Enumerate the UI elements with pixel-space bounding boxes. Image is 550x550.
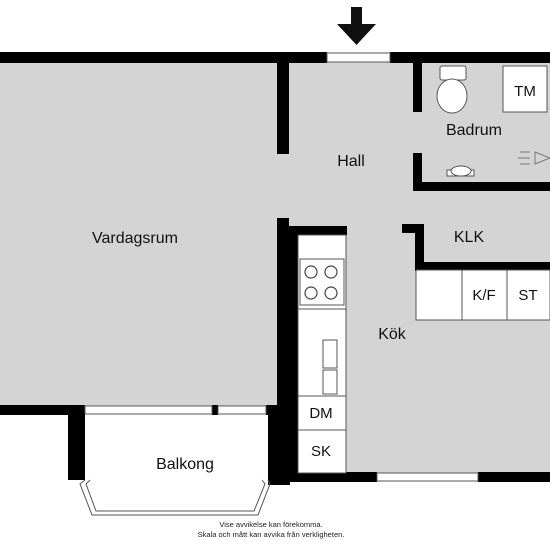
wall-klk-top [402, 224, 424, 233]
room-label-balkong: Balkong [156, 456, 214, 473]
entry-door-threshold [326, 52, 391, 63]
stove-burner-icon [304, 265, 318, 279]
disclaimer-line-1: Vise avvikelse kan förekomma. [219, 520, 322, 529]
entry-arrow-icon [337, 7, 376, 45]
floor-hall [280, 62, 420, 230]
kitchen-appliances: K/F ST [415, 269, 550, 321]
washing-machine [502, 65, 548, 113]
wall-top-left [0, 52, 327, 63]
stove-burner-icon [304, 286, 318, 300]
fixture-label-kf: K/F [472, 287, 495, 304]
toilet-icon [436, 65, 468, 114]
wall-klk-bottom [415, 262, 550, 271]
disclaimer-line-2: Skala och mått kan avvika från verklighe… [198, 530, 345, 539]
sink-icon [322, 339, 338, 369]
fixture-label-tm: TM [514, 83, 536, 100]
fixture-label-dm: DM [309, 405, 332, 422]
shower-icon [518, 151, 550, 165]
wall-bath-west-lower [413, 153, 422, 188]
disclaimer: Vise avvikelse kan förekomma. Skala och … [198, 520, 345, 539]
wall-living-kitchen [277, 218, 289, 408]
wall-living-bottom [0, 405, 85, 415]
stove-top [299, 258, 345, 306]
bathroom-fixtures: TM [436, 65, 550, 177]
wall-bath-bottom [413, 182, 550, 191]
balcony-railing [79, 479, 271, 516]
stove-burner-icon [324, 265, 338, 279]
window-living-bottom-right [217, 405, 267, 415]
floor-vardagsrum [0, 62, 280, 408]
room-label-badrum: Badrum [446, 122, 502, 139]
wall-kitchen-bottom-right [478, 472, 550, 482]
stove-burner-icon [324, 286, 338, 300]
room-label-kok: Kök [378, 326, 407, 343]
wall-living-hall [277, 62, 289, 154]
window-living-bottom [84, 405, 213, 415]
room-label-klk: KLK [454, 229, 485, 246]
sink-icon [322, 369, 338, 395]
room-labels: Vardagsrum Hall Badrum KLK Kök Balkong [92, 122, 502, 473]
walls [0, 52, 550, 485]
windows [84, 52, 479, 482]
wall-bath-west-upper [413, 62, 422, 112]
kitchen-counter: DM SK [297, 234, 347, 474]
fixture-label-st: ST [518, 287, 537, 304]
room-label-hall: Hall [337, 153, 365, 170]
bathroom-sink-icon [446, 165, 475, 177]
fixture-label-sk: SK [311, 443, 331, 460]
wall-top-right [390, 52, 550, 63]
wall-living-bottom-mid [212, 405, 218, 415]
wall-kitchen-top [289, 226, 347, 235]
wall-balcony-left [68, 405, 85, 480]
room-label-vardagsrum: Vardagsrum [92, 230, 178, 247]
wall-klk-side [415, 224, 424, 268]
wall-kitchen-bottom-left [289, 472, 377, 482]
wall-balcony-right [268, 405, 290, 485]
window-kitchen-bottom [376, 472, 479, 482]
wall-kitchen-left [289, 226, 298, 481]
